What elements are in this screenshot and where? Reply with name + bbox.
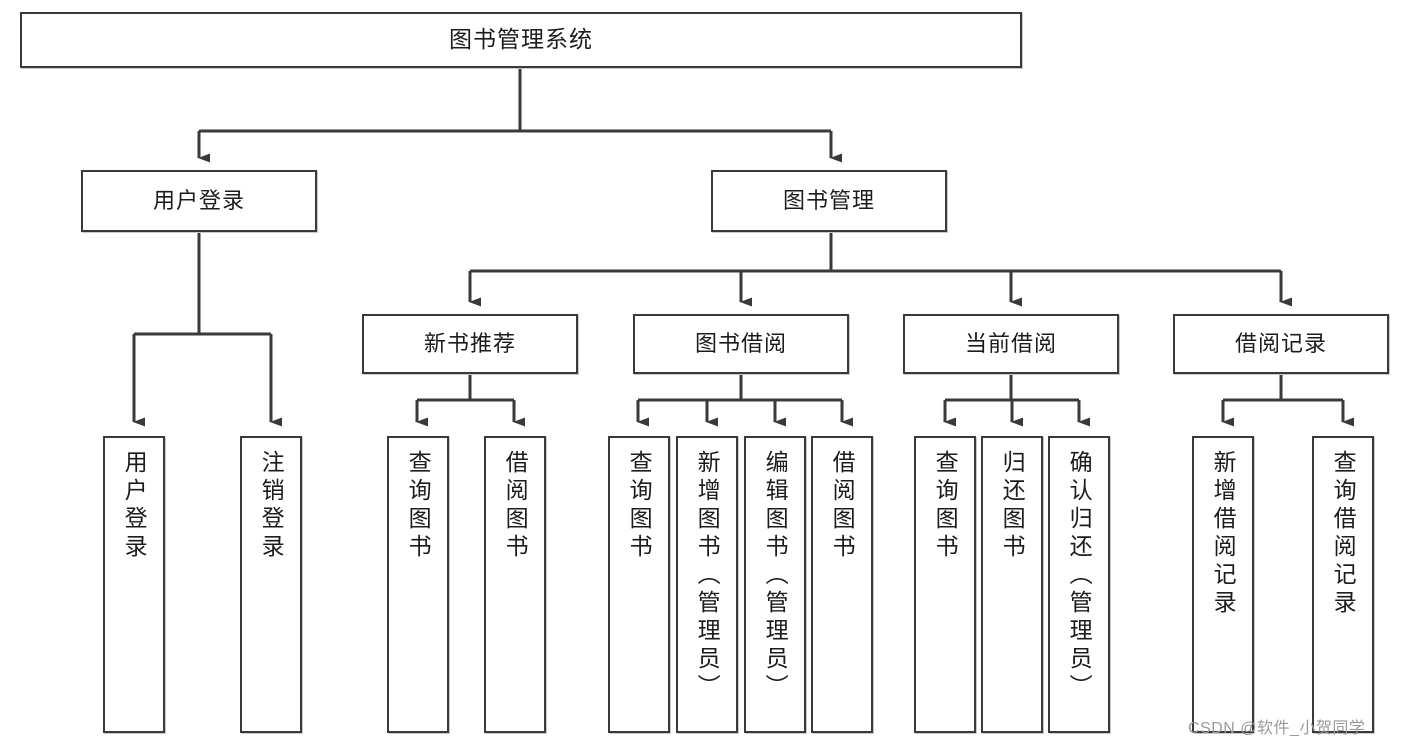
node-label: 新增图书（管理员） (694, 450, 721, 702)
node-label: 查询图书 (405, 450, 432, 562)
node-label: 借阅图书 (502, 450, 529, 562)
leaf-add-book-admin[interactable]: 新增图书（管理员） (676, 436, 738, 733)
node-label: 新增借阅记录 (1210, 450, 1237, 618)
node-label: 当前借阅 (964, 331, 1057, 357)
node-label: 用户登录 (152, 188, 245, 214)
node-new-book-recommend[interactable]: 新书推荐 (362, 314, 578, 374)
node-label: 确认归还（管理员） (1066, 450, 1093, 702)
node-label: 图书管理系统 (449, 26, 593, 53)
node-label: 注销登录 (258, 450, 285, 562)
node-label: 查询图书 (932, 450, 959, 562)
leaf-user-login[interactable]: 用户登录 (103, 436, 165, 733)
leaf-borrow-book-1[interactable]: 借阅图书 (484, 436, 546, 733)
leaf-query-book-2[interactable]: 查询图书 (608, 436, 670, 733)
node-book-borrow[interactable]: 图书借阅 (633, 314, 849, 374)
node-label: 图书管理 (782, 188, 875, 214)
leaf-query-borrow-record[interactable]: 查询借阅记录 (1312, 436, 1374, 733)
leaf-query-book-1[interactable]: 查询图书 (387, 436, 449, 733)
node-label: 借阅记录 (1234, 331, 1327, 357)
node-root-book-management-system[interactable]: 图书管理系统 (20, 12, 1022, 68)
node-book-manage[interactable]: 图书管理 (711, 170, 947, 232)
node-label: 查询图书 (626, 450, 653, 562)
leaf-edit-book-admin[interactable]: 编辑图书（管理员） (744, 436, 806, 733)
leaf-logout-login[interactable]: 注销登录 (240, 436, 302, 733)
leaf-query-book-3[interactable]: 查询图书 (914, 436, 976, 733)
node-label: 用户登录 (121, 450, 148, 562)
leaf-borrow-book-2[interactable]: 借阅图书 (811, 436, 873, 733)
leaf-return-book[interactable]: 归还图书 (981, 436, 1043, 733)
node-label: 归还图书 (999, 450, 1026, 562)
node-current-borrow[interactable]: 当前借阅 (903, 314, 1119, 374)
node-label: 借阅图书 (829, 450, 856, 562)
node-borrow-record[interactable]: 借阅记录 (1173, 314, 1389, 374)
leaf-confirm-return-admin[interactable]: 确认归还（管理员） (1048, 436, 1110, 733)
node-label: 图书借阅 (694, 331, 787, 357)
node-user-login[interactable]: 用户登录 (81, 170, 317, 232)
leaf-add-borrow-record[interactable]: 新增借阅记录 (1192, 436, 1254, 733)
node-label: 新书推荐 (423, 331, 516, 357)
node-label: 查询借阅记录 (1330, 450, 1357, 618)
node-label: 编辑图书（管理员） (762, 450, 789, 702)
